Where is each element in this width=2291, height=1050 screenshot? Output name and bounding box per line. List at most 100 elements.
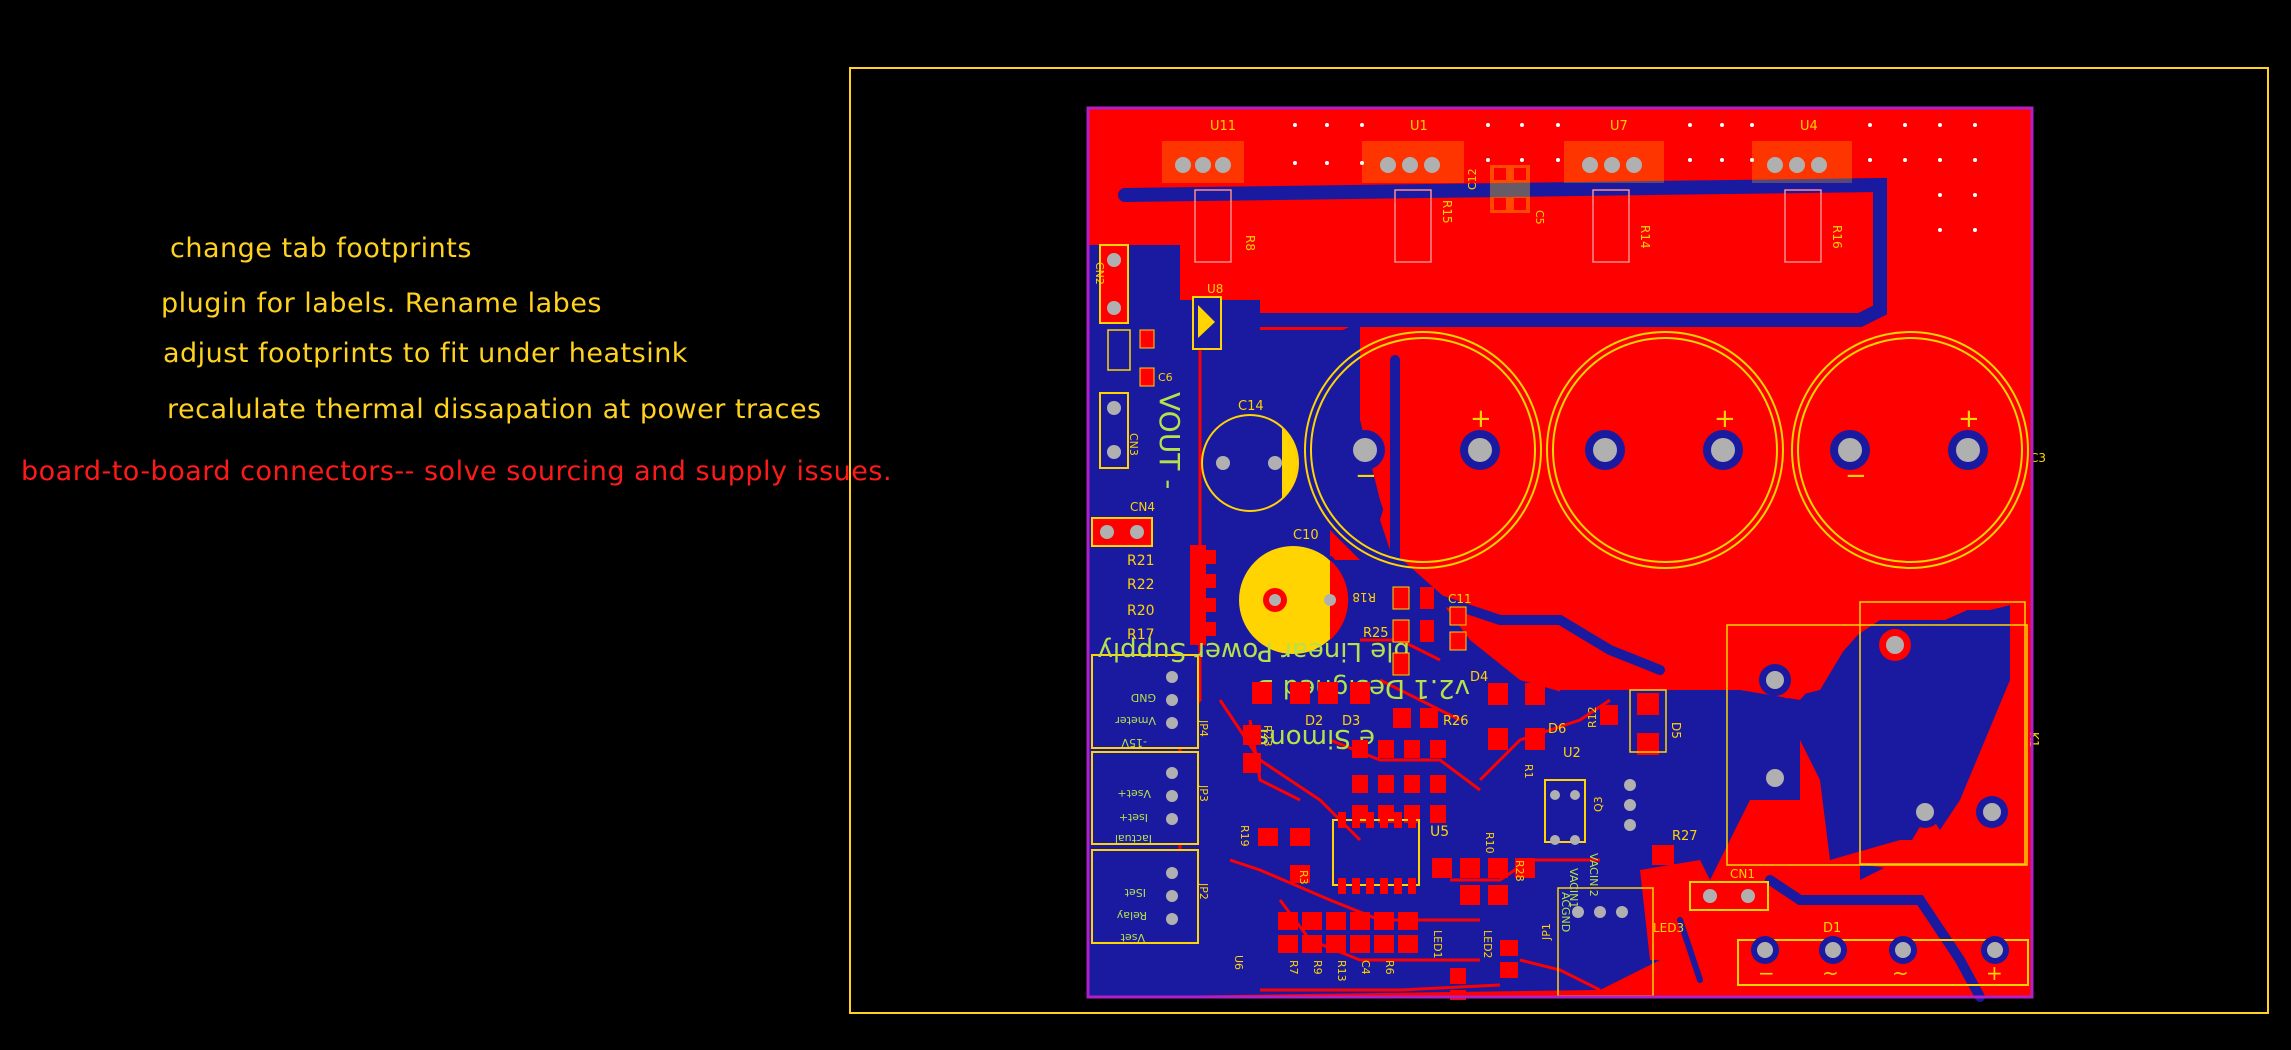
label-c12: C12: [1466, 168, 1479, 190]
gnd-label: GND: [1131, 691, 1156, 704]
capacitor-c10[interactable]: + C10: [1239, 528, 1349, 654]
relay-k1[interactable]: K1: [1726, 601, 2041, 866]
label-r12: R12: [1586, 706, 1599, 728]
label-cn2: CN2: [1093, 262, 1106, 285]
minus-mark: −: [1355, 461, 1377, 491]
capacitor-c1[interactable]: +: [1546, 331, 1784, 569]
label-r25: R25: [1363, 626, 1389, 641]
label-r13: R13: [1335, 960, 1348, 982]
regulator-u7[interactable]: U7: [1564, 119, 1664, 183]
label-u1: U1: [1410, 119, 1428, 134]
label-c5: C5: [1533, 210, 1546, 225]
regulator-u11[interactable]: U11: [1162, 119, 1244, 183]
header-jp4[interactable]: GND Vmeter -15V JP4: [1091, 654, 1210, 749]
label-jp1: JP1: [1540, 923, 1553, 941]
diodes[interactable]: D2 D3 D4 D6 D5: [1252, 670, 1683, 755]
label-cn4: CN4: [1130, 500, 1155, 514]
capacitor-c14[interactable]: C14: [1201, 399, 1299, 512]
note-board-to-board-connectors: board-to-board connectors-- solve sourci…: [21, 456, 893, 487]
capacitors-c6[interactable]: C6: [1107, 329, 1173, 387]
bridge-rectifier-d1[interactable]: − ~ ~ + D1: [1737, 921, 2029, 986]
label-r26: R26: [1443, 714, 1469, 729]
label-r9: R9: [1311, 960, 1324, 975]
label-c3: C3: [2030, 451, 2046, 465]
vacin2-label: VACIN 2: [1587, 853, 1600, 897]
ic-u2[interactable]: U2: [1544, 746, 1586, 845]
label-u2: U2: [1563, 746, 1581, 761]
label-r27: R27: [1672, 829, 1698, 844]
regulator-u4[interactable]: U4: [1752, 119, 1852, 183]
regulator-u1[interactable]: U1: [1362, 119, 1464, 183]
label-r10: R10: [1483, 832, 1496, 854]
label-r18: R18: [1352, 590, 1376, 604]
label-q3: Q3: [1592, 796, 1605, 812]
transistor-q3[interactable]: Q3: [1592, 779, 1636, 831]
iactual-label: Iactual: [1115, 832, 1152, 845]
header-jp2[interactable]: ISet Relay Vset JP2: [1091, 849, 1210, 944]
vset2-label: Vset: [1120, 931, 1145, 944]
bulk-capacitors[interactable]: + − + + − C3: [1304, 331, 2046, 569]
label-d5: D5: [1669, 722, 1683, 739]
capacitor-c12-c5[interactable]: C12 C5: [1466, 165, 1546, 225]
connector-cn1[interactable]: CN1: [1689, 867, 1769, 911]
label-r19: R19: [1238, 825, 1251, 847]
minus-mark: −: [1845, 461, 1867, 491]
minus15v-label: -15V: [1121, 736, 1147, 749]
connector-cn4[interactable]: CN4: [1091, 500, 1155, 547]
iset2-label: ISet: [1124, 886, 1146, 899]
label-d1: D1: [1823, 921, 1841, 936]
label-u8: U8: [1207, 282, 1223, 296]
label-c4: C4: [1359, 960, 1372, 975]
smd-resistors-mid[interactable]: R26 R12 R23 R1: [1243, 705, 1618, 823]
resistor-r27[interactable]: R27: [1652, 829, 1698, 865]
iset-label: Iset+: [1119, 811, 1148, 824]
ac-mark: ~: [1822, 961, 1839, 985]
label-cn1: CN1: [1730, 867, 1755, 881]
label-r17: R17: [1127, 627, 1155, 643]
ic-u5[interactable]: U5: [1332, 812, 1449, 894]
ic-u8[interactable]: U8: [1192, 282, 1223, 350]
label-jp3: JP3: [1197, 784, 1210, 802]
acgnd-label: ACGND: [1559, 892, 1572, 932]
smd-resistors-lower[interactable]: R19 R3 R10 R28: [1238, 825, 1535, 905]
note-adjust-footprints: adjust footprints to fit under heatsink: [163, 338, 688, 369]
vmeter-label: Vmeter: [1115, 714, 1156, 727]
label-r22: R22: [1127, 577, 1155, 593]
minus-mark: −: [1758, 961, 1775, 985]
label-c6: C6: [1158, 371, 1173, 384]
label-r15: R15: [1440, 200, 1454, 224]
title-line-1: ble Linear Power Supply: [1097, 636, 1410, 666]
pcb-board[interactable]: + − + + − C3: [1086, 106, 2046, 1002]
capacitor-c3[interactable]: + −: [1791, 331, 2029, 569]
ac-mark: ~: [1892, 961, 1909, 985]
mechanical-outline: [849, 67, 2269, 1014]
label-r6: R6: [1383, 960, 1396, 975]
header-jp3[interactable]: Vset+ Iset+ Iactual JP3: [1091, 751, 1210, 845]
bottom-row-parts[interactable]: U6 R7 R9 R13 C4 R6 LED1 LED2: [1232, 912, 1518, 1000]
label-r21: R21: [1127, 553, 1155, 569]
label-led3: LED3: [1653, 921, 1684, 935]
vout-label: VOUT -: [1153, 392, 1186, 489]
label-d4: D4: [1470, 670, 1488, 685]
resistor-stack[interactable]: R21 R22 R20 R17: [1127, 545, 1216, 645]
label-u6: U6: [1232, 955, 1245, 970]
label-u7: U7: [1610, 119, 1628, 134]
label-c10: C10: [1293, 528, 1319, 543]
regulators[interactable]: U11 U1 U7 U4: [1162, 119, 1852, 183]
top-copper-islands: [1360, 270, 2032, 997]
note-plugin-for-labels: plugin for labels. Rename labes: [161, 288, 603, 319]
capacitor-c2[interactable]: + −: [1304, 331, 1542, 569]
smd-cluster-center[interactable]: R18 R25 C11: [1352, 586, 1472, 676]
label-led1: LED1: [1431, 930, 1444, 959]
power-resistors[interactable]: [1194, 189, 1822, 263]
plus-mark: +: [1714, 404, 1736, 434]
connector-cn3[interactable]: CN3 VOUT -: [1099, 392, 1186, 489]
plus-mark: +: [1986, 961, 2003, 985]
connector-cn2[interactable]: CN2: [1093, 244, 1129, 324]
led-led3[interactable]: LED3: [1653, 921, 1684, 992]
header-jp1[interactable]: JP1 VACIN 2 VACIN1 ACGND: [1540, 853, 1654, 997]
label-d6: D6: [1548, 722, 1566, 737]
vacin1-label: VACIN1: [1567, 868, 1580, 908]
vset-label: Vset+: [1117, 787, 1151, 800]
